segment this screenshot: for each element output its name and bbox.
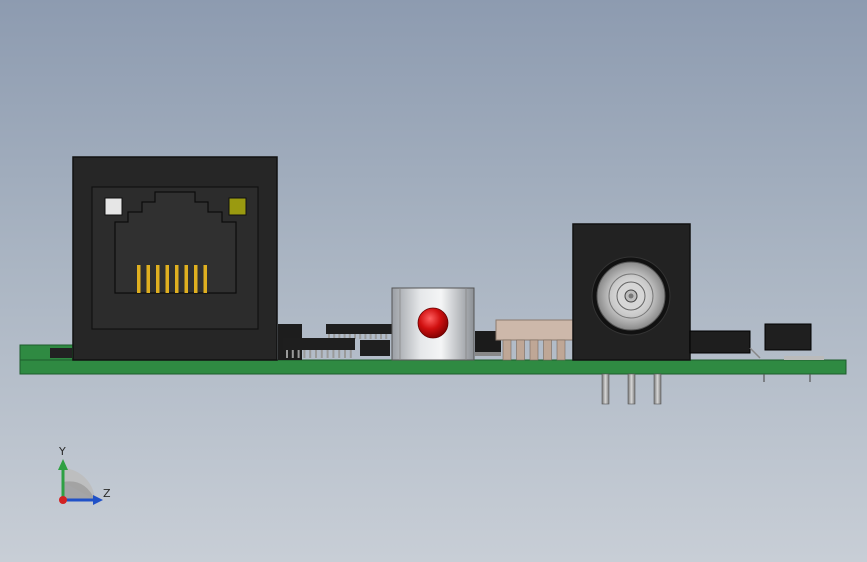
smd-component xyxy=(689,330,761,359)
view-triad: Y Z xyxy=(58,445,111,505)
header-pin xyxy=(529,339,539,361)
push-button[interactable] xyxy=(391,287,475,361)
triad-x-axis xyxy=(59,496,67,504)
rj45-connector[interactable] xyxy=(72,156,278,361)
header-pin xyxy=(543,339,552,361)
rj45-pin xyxy=(184,265,188,293)
dc-jack[interactable] xyxy=(572,223,691,405)
rj45-pin xyxy=(194,265,198,293)
rj45-pin xyxy=(146,265,150,293)
triad-z-label: Z xyxy=(103,487,111,500)
rj45-pin xyxy=(165,265,169,293)
rj45-led-left xyxy=(104,197,123,216)
pin-header xyxy=(495,319,575,361)
rj45-pin xyxy=(137,265,141,293)
rj45-led-right xyxy=(228,197,247,216)
header-pin xyxy=(502,339,512,361)
rj45-pins xyxy=(137,265,207,293)
smd-component xyxy=(50,348,72,358)
triad-y-label: Y xyxy=(58,445,66,458)
header-pin xyxy=(556,339,566,361)
switch-component xyxy=(763,323,824,382)
header-pin xyxy=(516,339,525,361)
rj45-pin xyxy=(175,265,179,293)
rj45-pin xyxy=(156,265,160,293)
smd-component xyxy=(475,331,501,352)
ic-chip xyxy=(278,324,392,360)
rj45-pin xyxy=(203,265,207,293)
smd-component xyxy=(475,352,501,356)
push-button-cap[interactable] xyxy=(417,307,449,339)
